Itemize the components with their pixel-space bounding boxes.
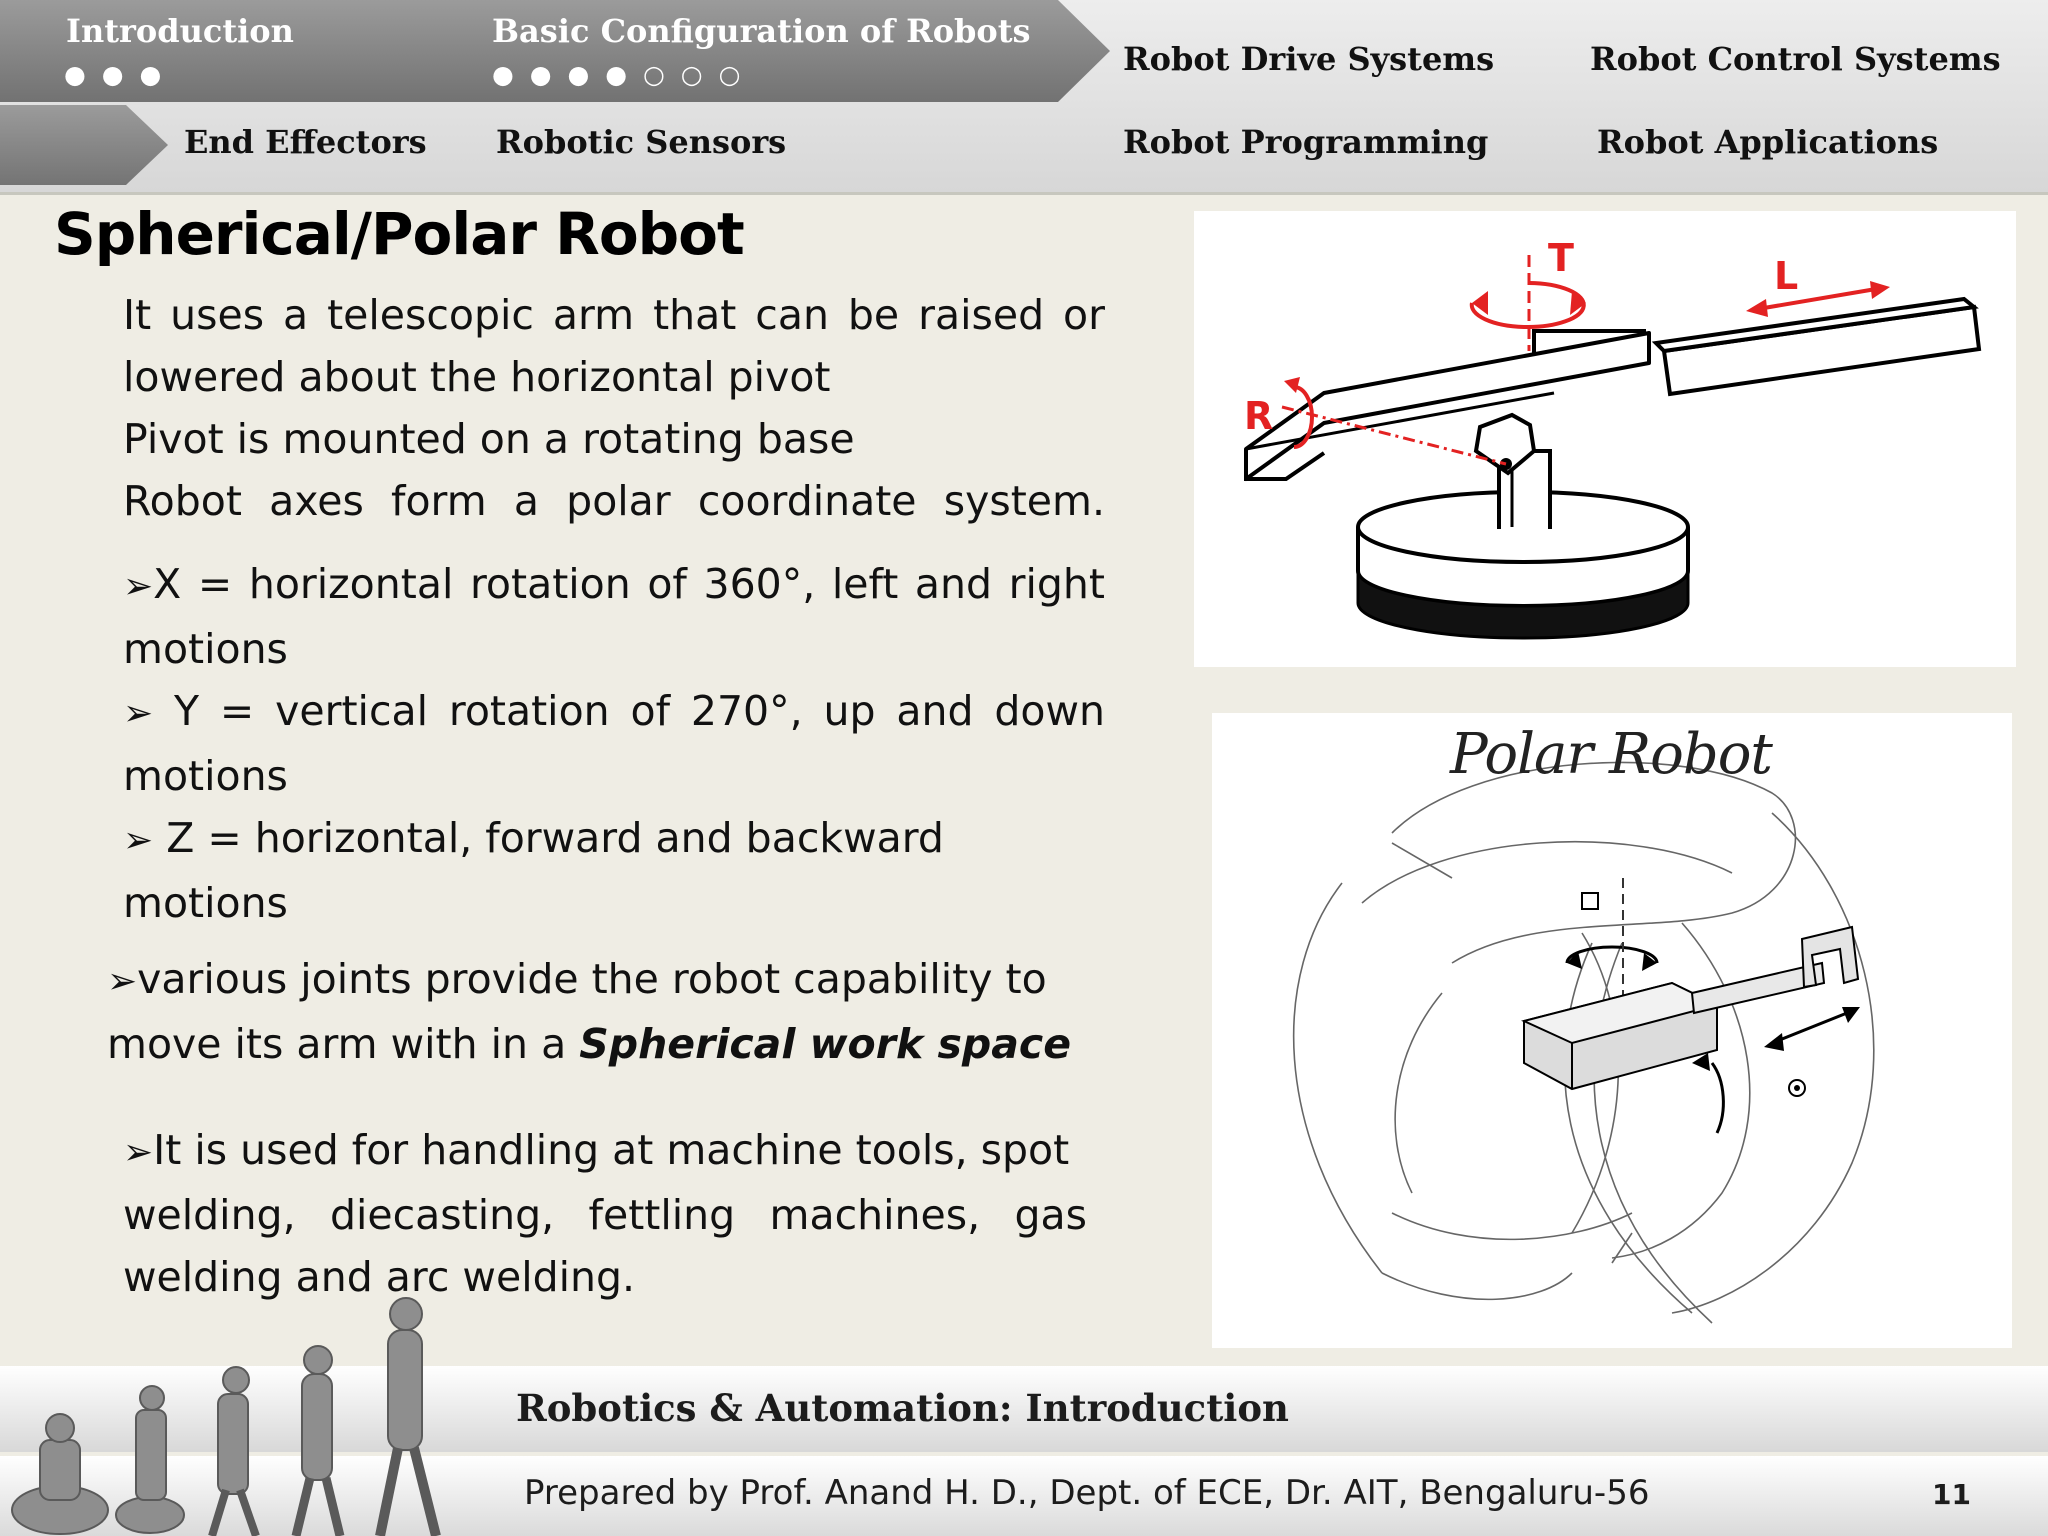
footer-author: Prepared by Prof. Anand H. D., Dept. of … bbox=[524, 1473, 1650, 1513]
nav-introduction[interactable]: Introduction bbox=[66, 12, 294, 50]
nav-robot-programming[interactable]: Robot Programming bbox=[1123, 123, 1489, 161]
robot-evolution-graphic bbox=[11, 1297, 441, 1536]
extension-label-l: L bbox=[1774, 254, 1798, 298]
nav-robot-drive-systems[interactable]: Robot Drive Systems bbox=[1123, 40, 1495, 78]
polar-robot-caption: Polar Robot bbox=[1450, 722, 1773, 787]
axis-z-text: Z = horizontal, forward and backward bbox=[153, 814, 944, 862]
axis-x-text: X = horizontal rotation of 360°, left an… bbox=[153, 560, 1105, 608]
polar-robot-schematic: T L R bbox=[1244, 236, 1982, 640]
joints-line-1: ➢various joints provide the robot capabi… bbox=[107, 948, 1092, 1013]
polar-robot-work-envelope bbox=[1212, 713, 2012, 1348]
usage-text-1: It is used for handling at machine tools… bbox=[153, 1126, 1070, 1174]
bullet-arrow-icon: ➢ bbox=[123, 566, 154, 607]
intro-paragraph: It uses a telescopic arm that can be rai… bbox=[123, 284, 1105, 532]
nav-basic-configuration-progress: ● ● ● ● ○ ○ ○ bbox=[492, 60, 745, 89]
axis-y-cont: motions bbox=[123, 752, 288, 800]
nav-robot-control-systems[interactable]: Robot Control Systems bbox=[1590, 40, 2001, 78]
footer-course-bar bbox=[0, 1366, 2048, 1452]
axis-y-text: Y = vertical rotation of 270°, up and do… bbox=[153, 687, 1105, 735]
joints-text-2: move its arm with in a bbox=[107, 1020, 580, 1068]
axis-z-cont: motions bbox=[123, 879, 288, 927]
nav-robot-applications[interactable]: Robot Applications bbox=[1597, 123, 1939, 161]
nav-introduction-progress: ● ● ● bbox=[64, 60, 166, 89]
joints-text-1: various joints provide the robot capabil… bbox=[137, 955, 1047, 1003]
nav-end-effectors[interactable]: End Effectors bbox=[184, 123, 427, 161]
bullet-arrow-icon: ➢ bbox=[123, 820, 154, 861]
page-number: 11 bbox=[1932, 1478, 1971, 1511]
nav-robotic-sensors[interactable]: Robotic Sensors bbox=[496, 123, 787, 161]
intro-line-1: It uses a telescopic arm that can be rai… bbox=[123, 291, 1105, 339]
bullet-arrow-icon: ➢ bbox=[123, 693, 154, 734]
spherical-work-space-emphasis: Spherical work space bbox=[579, 1020, 1072, 1068]
polar-robot-line-drawing: T L R bbox=[1194, 211, 2016, 667]
usage-paragraph: ➢It is used for handling at machine tool… bbox=[123, 1119, 1087, 1308]
nav-active-arrow bbox=[0, 0, 1110, 102]
axis-x-cont: motions bbox=[123, 625, 288, 673]
usage-line-2: welding, diecasting, fettling machines, … bbox=[123, 1191, 1087, 1239]
nav-basic-configuration[interactable]: Basic Configuration of Robots bbox=[492, 12, 1031, 50]
axis-list: ➢X = horizontal rotation of 360°, left a… bbox=[123, 553, 1105, 934]
intro-line-3: Pivot is mounted on a rotating base bbox=[123, 415, 855, 463]
slide-title: Spherical/Polar Robot bbox=[54, 200, 745, 268]
usage-line-1: ➢It is used for handling at machine tool… bbox=[123, 1119, 1087, 1184]
bullet-arrow-icon: ➢ bbox=[107, 961, 138, 1002]
axis-z-line: ➢ Z = horizontal, forward and backward bbox=[123, 807, 1105, 872]
intro-line-4: Robot axes form a polar coordinate syste… bbox=[123, 477, 1105, 525]
work-envelope-drawing bbox=[1292, 761, 1875, 1324]
intro-line-2: lowered about the horizontal pivot bbox=[123, 353, 831, 401]
pivot-label-r: R bbox=[1244, 394, 1273, 438]
bullet-arrow-icon: ➢ bbox=[123, 1132, 154, 1173]
rotation-label-t: T bbox=[1548, 236, 1574, 280]
axis-x-line: ➢X = horizontal rotation of 360°, left a… bbox=[123, 553, 1105, 618]
joints-line-2: move its arm with in a Spherical work sp… bbox=[107, 1013, 1092, 1075]
axis-y-line: ➢ Y = vertical rotation of 270°, up and … bbox=[123, 680, 1105, 745]
usage-line-3: welding and arc welding. bbox=[123, 1253, 636, 1301]
joints-paragraph: ➢various joints provide the robot capabi… bbox=[107, 948, 1092, 1075]
footer-course-title: Robotics & Automation: Introduction bbox=[516, 1386, 1289, 1430]
